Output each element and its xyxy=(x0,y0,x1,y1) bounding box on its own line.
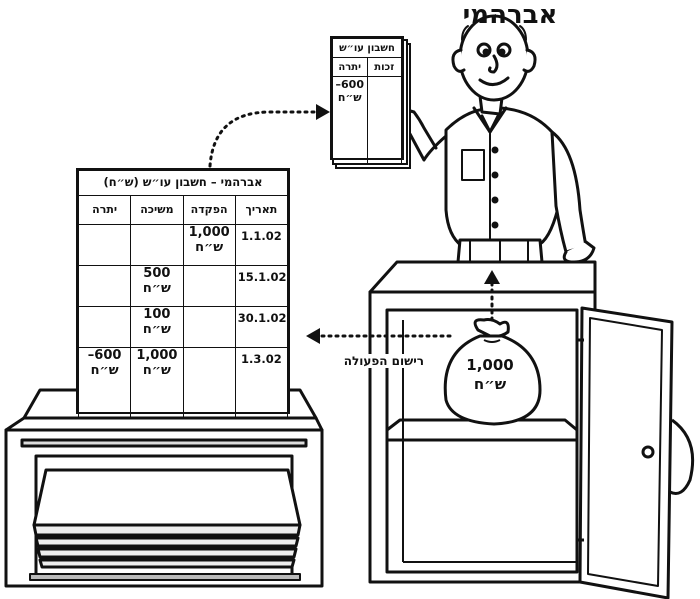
ledger-deposit-cell xyxy=(182,347,236,419)
card-balance-unit: ש״ח xyxy=(337,91,362,104)
ledger-balance-cell xyxy=(77,306,132,348)
ledger-withdrawal-cell xyxy=(130,224,184,266)
ledger-withdrawal-amount: 100 xyxy=(143,307,171,322)
ledger-date-cell: 1.1.02 xyxy=(234,224,289,266)
ledger-balance-cell xyxy=(77,265,132,307)
ledger-balance-cell: 600–ש״ח xyxy=(77,347,132,419)
action-label: רישום הפעולה xyxy=(314,354,424,368)
ledger-balance-unit: ש״ח xyxy=(90,362,119,378)
ledger-withdrawal-unit: ש״ח xyxy=(142,280,171,296)
arrow-heads xyxy=(306,104,500,344)
ledger-deposit-cell xyxy=(182,306,236,348)
ledger-date: 1.3.02 xyxy=(241,352,282,366)
ledger-col-withdrawal: משיכה xyxy=(130,195,184,225)
card-caption: חשבון עו״ש xyxy=(332,38,402,58)
ledger-col-deposit: הפקדה xyxy=(182,195,236,225)
ledger-withdrawal-amount: 500 xyxy=(143,266,171,281)
ledger-date-cell: 30.1.02 xyxy=(234,306,289,348)
ledger-col-balance: יתרה xyxy=(77,195,132,225)
ledger-withdrawal-unit: ש״ח xyxy=(142,321,171,337)
ledger-withdrawal-unit: ש״ח xyxy=(142,362,171,378)
ledger-date-cell: 1.3.02 xyxy=(234,347,289,419)
card-balance-amount: 600– xyxy=(335,78,364,91)
ledger-deposit-unit: ש״ח xyxy=(195,239,224,255)
ledger-balance-amount: 600– xyxy=(87,348,122,363)
card-balance-cell: 600– ש״ח xyxy=(332,76,368,164)
printer xyxy=(4,388,324,588)
card-credit-cell xyxy=(366,76,402,164)
bag-unit: ש״ח xyxy=(473,374,507,393)
ledger-date: 30.1.02 xyxy=(237,311,287,325)
ledger-date: 15.1.02 xyxy=(237,270,287,284)
account-card-table: חשבון עו״ש זכות יתרה 600– ש״ח xyxy=(332,38,402,164)
ledger-col-date: תאריך xyxy=(234,195,289,225)
ledger-date: 1.1.02 xyxy=(241,229,282,243)
ledger-caption: אברהמי – חשבון עו״ש (ש״ח) xyxy=(78,170,288,196)
card-col-credit: זכות xyxy=(366,57,402,77)
ledger-deposit-cell xyxy=(182,265,236,307)
account-card: חשבון עו״ש זכות יתרה 600– ש״ח xyxy=(330,36,404,164)
safe-door xyxy=(576,306,695,599)
ledger-sheet: אברהמי – חשבון עו״ש (ש״ח) תאריך הפקדה מש… xyxy=(76,168,290,419)
bag-amount-label: 1,000 ש״ח xyxy=(450,356,530,394)
ledger-date-cell: 15.1.02 xyxy=(234,265,289,307)
money-bag xyxy=(443,318,542,426)
man-figure xyxy=(393,14,596,264)
ledger-balance-cell xyxy=(77,224,132,266)
ledger-table: אברהמי – חשבון עו״ש (ש״ח) תאריך הפקדה מש… xyxy=(77,170,289,419)
character-name: אברהמי xyxy=(462,0,558,30)
card-col-balance: יתרה xyxy=(332,57,368,77)
ledger-withdrawal-amount: 1,000 xyxy=(136,348,178,363)
ledger-deposit-amount: 1,000 xyxy=(188,225,230,240)
bag-amount: 1,000 xyxy=(466,356,514,374)
dotted-arrows xyxy=(208,110,494,338)
